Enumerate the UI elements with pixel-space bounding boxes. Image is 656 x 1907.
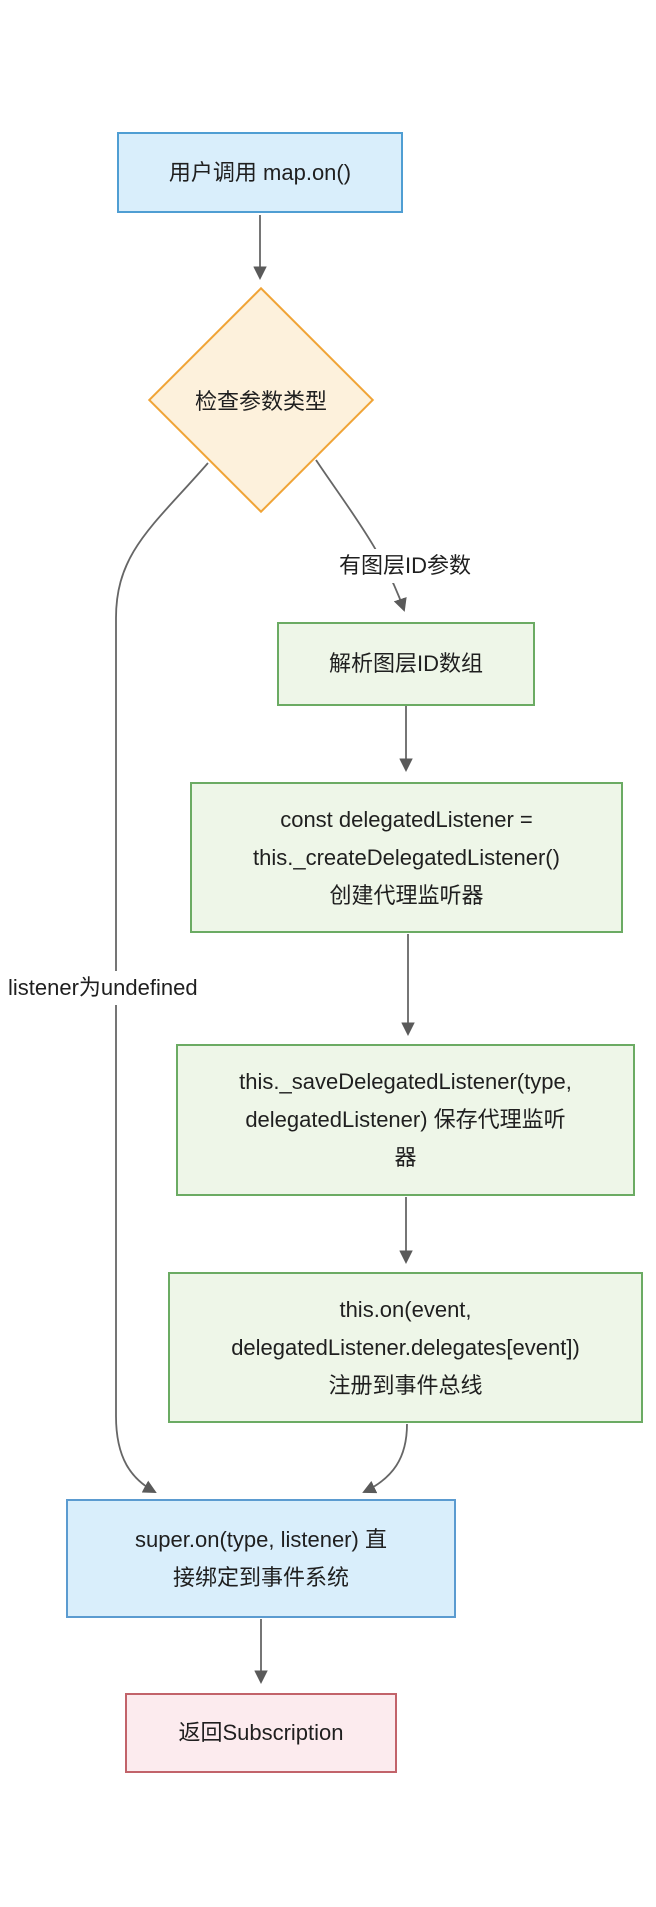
node-create-delegated-listener: const delegatedListener = this._createDe… xyxy=(190,782,623,933)
node-register-event-bus: this.on(event, delegatedListener.delegat… xyxy=(168,1272,643,1423)
edge-label-has-layer-id: 有图层ID参数 xyxy=(335,549,475,583)
edge-check-to-super xyxy=(115,462,209,1493)
edge-check-to-parse xyxy=(315,459,407,612)
node-return-subscription: 返回Subscription xyxy=(125,1693,397,1773)
edge-label-listener-undefined: listener为undefined xyxy=(5,971,201,1005)
edge-register-to-super xyxy=(362,1423,408,1494)
node-return-subscription-label: 返回Subscription xyxy=(178,1720,344,1745)
node-user-call-map-on-label: 用户调用 map.on() xyxy=(168,159,352,185)
node-check-param-type: 检查参数类型 xyxy=(147,286,375,514)
node-register-event-bus-label: this.on(event, delegatedListener.delegat… xyxy=(231,1296,580,1398)
node-create-delegated-listener-label: const delegatedListener = this._createDe… xyxy=(253,806,560,908)
node-parse-layer-id-array-label: 解析图层ID数组 xyxy=(328,651,483,676)
node-super-on-bind-label: super.on(type, listener) 直 接绑定到事件系统 xyxy=(135,1526,387,1590)
node-super-on-bind: super.on(type, listener) 直 接绑定到事件系统 xyxy=(66,1499,456,1618)
node-save-delegated-listener: this._saveDelegatedListener(type, delega… xyxy=(176,1044,635,1196)
node-user-call-map-on: 用户调用 map.on() xyxy=(117,132,403,213)
node-parse-layer-id-array: 解析图层ID数组 xyxy=(277,622,535,706)
node-check-param-type-label: 检查参数类型 xyxy=(194,389,328,414)
node-save-delegated-listener-label: this._saveDelegatedListener(type, delega… xyxy=(239,1069,572,1170)
